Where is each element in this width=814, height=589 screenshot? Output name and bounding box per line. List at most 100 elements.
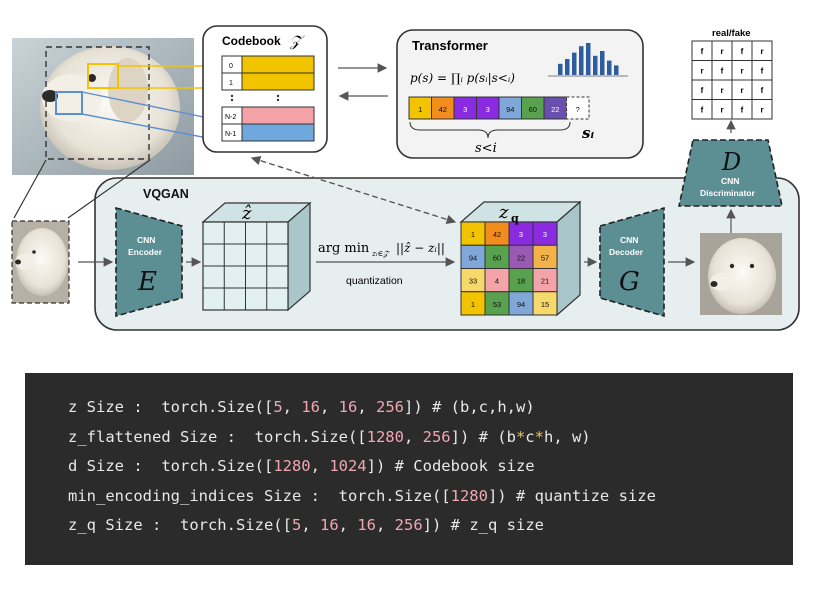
codebook-rows: 0 1 N-2 N-1 (221, 55, 315, 142)
zq-value: 1 (471, 230, 475, 239)
code-token: 16 (319, 516, 339, 535)
real-fake-value: r (720, 106, 723, 115)
code-token: , (357, 398, 377, 416)
codebook-row-label: 0 (229, 63, 233, 70)
argmin-subscript: zᵢ∈𝒵 (371, 249, 391, 258)
code-line: min_encoding_indices Size : torch.Size([… (68, 482, 793, 512)
real-fake-value: f (701, 106, 704, 115)
zq-value: 22 (517, 253, 525, 262)
code-token: 1280 (366, 427, 404, 446)
real-fake-value: f (761, 67, 764, 76)
distribution-bar (586, 43, 591, 75)
code-line: z Size : torch.Size([5, 16, 16, 256]) # … (68, 393, 793, 423)
sequence-token: 94 (506, 105, 514, 114)
code-token: 5 (273, 398, 283, 416)
sequence-token: 22 (551, 105, 559, 114)
codebook-title: Codebook (222, 34, 281, 48)
vqgan-label: VQGAN (143, 187, 189, 201)
code-token: , (310, 457, 330, 476)
code-token: 1280 (273, 457, 311, 476)
zq-label: z (498, 202, 509, 223)
discriminator-symbol: D (721, 148, 741, 176)
next-token-label: sᵢ (582, 124, 594, 142)
sequence-token: 42 (439, 105, 447, 114)
code-token: 16 (357, 516, 376, 535)
code-token: 256 (394, 516, 423, 535)
zq-value: 57 (541, 253, 549, 262)
sequence-token: 3 (486, 105, 490, 114)
code-token: c (525, 427, 535, 446)
real-fake-title: real/fake (712, 28, 751, 39)
decoder-label-1: CNN (620, 235, 638, 245)
code-line: z_flattened Size : torch.Size([1280, 256… (68, 423, 793, 453)
code-token: 16 (338, 398, 358, 416)
decoder-shape (599, 206, 665, 318)
zq-value: 33 (469, 277, 477, 286)
codebook-row-label: 1 (229, 80, 233, 87)
prefix-label: s<i (475, 141, 497, 156)
input-dog-image-large (12, 38, 194, 175)
transformer-distribution (548, 43, 628, 77)
encoder-symbol: E (137, 267, 157, 297)
code-token: , (376, 516, 395, 535)
real-fake-value: r (760, 106, 763, 115)
distribution-bar (600, 51, 605, 75)
encoder-shape (115, 206, 183, 318)
sequence-cell (566, 96, 590, 120)
z-hat-cube (201, 201, 312, 312)
zq-value: 94 (517, 300, 525, 309)
code-token: h, w) (543, 427, 591, 446)
real-fake-value: r (700, 67, 703, 76)
argmin-label: arg min (318, 241, 370, 256)
zq-value: 3 (519, 230, 523, 239)
transformer-formula: p(s) = ∏ᵢ p(sᵢ|s<ᵢ) (410, 71, 515, 85)
encoder-label-1: CNN (137, 235, 155, 245)
code-token: z Size : torch.Size([ (68, 398, 274, 416)
code-token: z_flattened Size : torch.Size([ (68, 427, 367, 446)
code-token: , (320, 398, 339, 416)
code-line: d Size : torch.Size([1280, 1024]) # Code… (68, 452, 793, 482)
discriminator-label-2: Discriminator (700, 188, 755, 198)
zq-value: 15 (541, 300, 549, 309)
code-token: min_encoding_indices Size : torch.Size([ (68, 486, 451, 505)
code-token: * (515, 427, 526, 446)
zq-value: 94 (469, 253, 477, 262)
codebook-row-label: N-1 (225, 131, 236, 138)
discriminator-label-1: CNN (721, 176, 739, 186)
real-fake-value: r (740, 86, 743, 95)
real-fake-value: r (740, 67, 743, 76)
discriminator-shape (678, 139, 783, 207)
distribution-bar (579, 46, 584, 75)
quantization-label: quantization (346, 275, 403, 287)
code-line: z_q Size : torch.Size([5, 16, 16, 256]) … (68, 511, 793, 541)
zq-value: 3 (543, 230, 547, 239)
zq-value: 53 (493, 300, 501, 309)
code-token: 1280 (450, 486, 488, 505)
real-fake-cell (751, 99, 773, 120)
real-fake-value: f (701, 86, 704, 95)
zq-value: 4 (495, 277, 499, 286)
code-token: , (403, 427, 423, 446)
zq-value: 60 (493, 253, 501, 262)
zq-value: 1 (471, 300, 475, 309)
reconstructed-dog-image (700, 233, 782, 315)
decoder-symbol: G (619, 267, 640, 297)
code-token: 256 (422, 427, 451, 446)
encoder-label-2: Encoder (128, 247, 163, 257)
code-token: , (282, 398, 302, 416)
code-token: ]) # z_q size (422, 516, 544, 535)
code-token: ]) # Codebook size (366, 457, 535, 476)
sequence-token: 1 (418, 105, 422, 114)
code-output-block: z Size : torch.Size([5, 16, 16, 256]) # … (25, 373, 793, 565)
code-token: ]) # (b (450, 427, 516, 446)
real-fake-value: f (761, 86, 764, 95)
codebook-symbol: 𝒵 (289, 32, 305, 50)
z-hat-label: ẑ (241, 203, 252, 224)
code-token: , (338, 516, 358, 535)
zq-value: 21 (541, 277, 549, 286)
real-fake-value: f (741, 106, 744, 115)
distribution-bar (558, 63, 563, 75)
real-fake-value: r (720, 86, 723, 95)
distribution-bar (565, 59, 570, 75)
